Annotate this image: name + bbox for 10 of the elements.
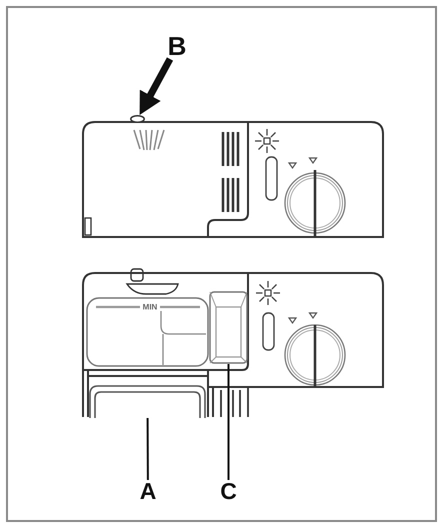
leader-line — [228, 364, 230, 480]
leader-line — [146, 418, 149, 480]
callout-letter: B — [168, 33, 186, 59]
marking-text: MIN — [142, 302, 158, 312]
arrow — [140, 57, 174, 116]
callout-letter: C — [220, 480, 237, 503]
lid-frame — [88, 385, 207, 418]
small-compartment — [209, 291, 248, 364]
knob — [130, 115, 145, 123]
callout-letter: A — [140, 480, 156, 503]
